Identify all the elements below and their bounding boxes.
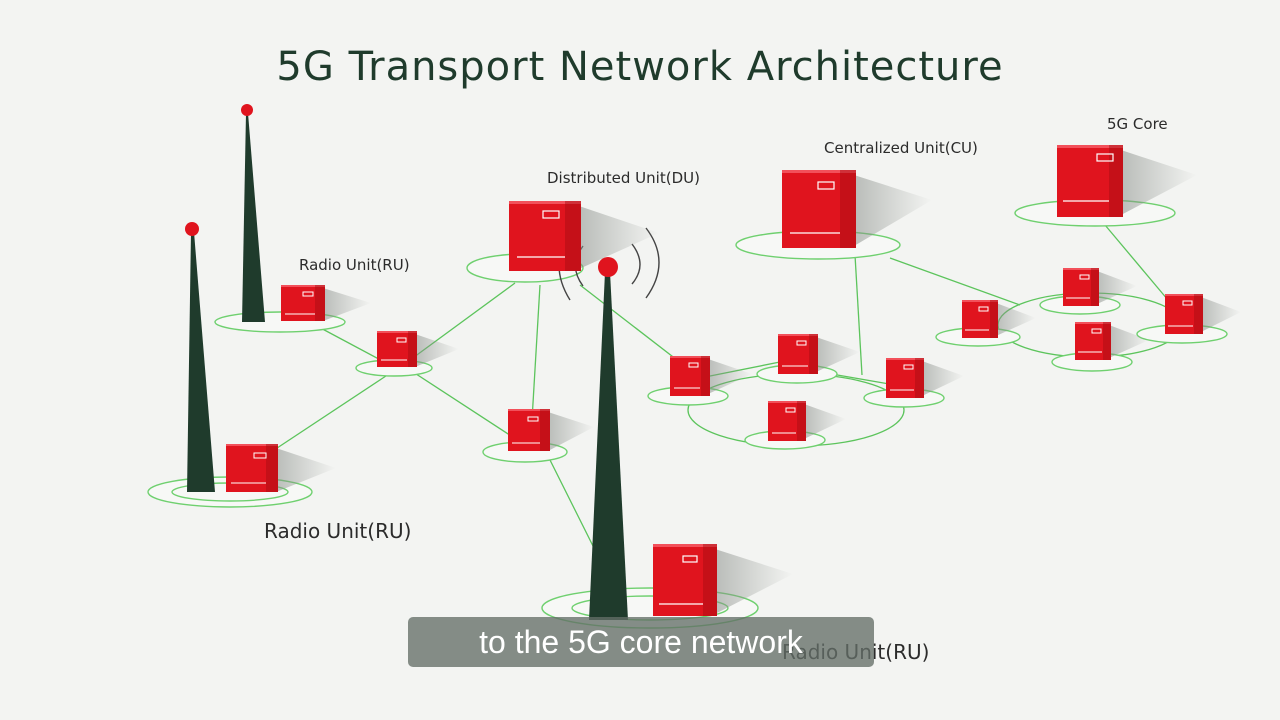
server-box-icon (377, 331, 459, 367)
tower-tip (241, 104, 253, 116)
server-box-icon (768, 401, 846, 441)
server-box-icon (778, 334, 860, 374)
tower-tip (185, 222, 199, 236)
server-box-icon (509, 201, 659, 271)
server-box-icon (1063, 268, 1137, 306)
link (579, 284, 691, 371)
label-distributed-unit: Distributed Unit(DU) (547, 169, 700, 187)
server-box-icon (782, 170, 932, 248)
label-radio-unit-left: Radio Unit(RU) (264, 519, 412, 543)
radio-wave-arc (631, 243, 641, 285)
diagram-title: 5G Transport Network Architecture (276, 44, 1004, 90)
server-box-icon (1075, 322, 1149, 360)
link (1104, 224, 1169, 301)
tower-mast (589, 272, 628, 620)
server-box-icon (281, 285, 371, 321)
label-radio-unit-top: Radio Unit(RU) (299, 256, 410, 274)
link (531, 284, 541, 421)
towers (185, 104, 628, 620)
server-box-icon (508, 409, 594, 451)
tower-tip (598, 257, 618, 277)
label-centralized-unit: Centralized Unit(CU) (824, 139, 978, 157)
server-box-icon (670, 356, 752, 396)
server-box-icon (653, 544, 793, 616)
link (409, 369, 526, 446)
link (889, 257, 1021, 306)
link (261, 369, 396, 459)
radio-wave-arc (645, 227, 660, 299)
tower-mast (242, 113, 265, 322)
label-5g-core: 5G Core (1107, 115, 1168, 133)
server-boxes (226, 145, 1241, 616)
server-box-icon (1057, 145, 1197, 217)
antenna-tower-icon (589, 257, 628, 620)
link (854, 254, 863, 376)
tower-mast (187, 232, 215, 492)
antenna-tower-icon (185, 222, 215, 492)
server-box-icon (962, 300, 1036, 338)
subtitle-caption: to the 5G core network (408, 617, 874, 667)
server-box-icon (886, 358, 964, 398)
server-box-icon (226, 444, 336, 492)
server-box-icon (1165, 294, 1241, 334)
antenna-tower-icon (241, 104, 265, 322)
